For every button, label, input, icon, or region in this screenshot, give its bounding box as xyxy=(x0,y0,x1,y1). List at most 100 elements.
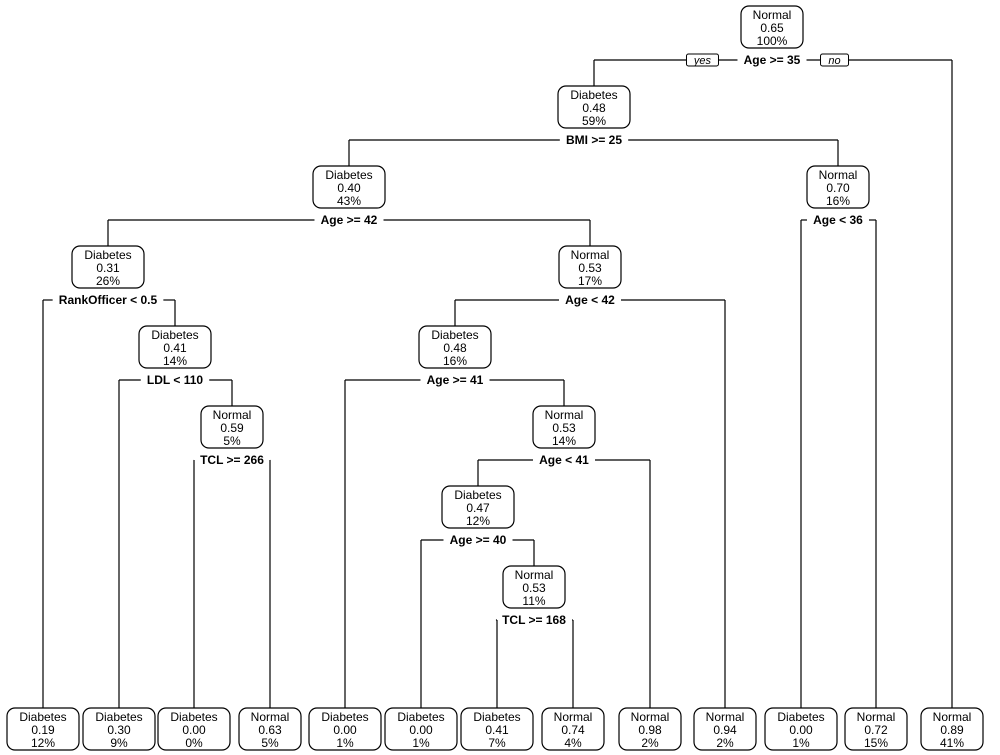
node-box xyxy=(238,707,302,751)
node-class-label: Normal xyxy=(213,408,252,422)
node-percentage: 0% xyxy=(185,736,203,750)
node-class-label: Diabetes xyxy=(473,710,520,724)
branch-tag-no: no xyxy=(820,53,850,67)
branch-tag-label: no xyxy=(828,55,840,67)
node-percentage: 12% xyxy=(31,736,55,750)
node-class-label: Diabetes xyxy=(397,710,444,724)
node-probability: 0.00 xyxy=(182,723,206,737)
node-probability: 0.31 xyxy=(96,261,120,275)
node-box xyxy=(71,245,145,289)
node-class-label: Normal xyxy=(706,710,745,724)
branch-tag-box xyxy=(685,53,719,67)
node-box xyxy=(558,245,622,289)
node-box xyxy=(764,707,838,751)
node-box xyxy=(532,405,596,449)
node-percentage: 43% xyxy=(337,194,361,208)
branch-tag-box xyxy=(820,53,850,67)
node-class-label: Diabetes xyxy=(321,710,368,724)
node-class-label: Normal xyxy=(819,168,858,182)
node-box xyxy=(6,707,80,751)
node-class-label: Diabetes xyxy=(151,328,198,342)
node-probability: 0.53 xyxy=(578,261,602,275)
node-percentage: 12% xyxy=(466,514,490,528)
node-class-label: Normal xyxy=(571,248,610,262)
node-percentage: 17% xyxy=(578,274,602,288)
node-percentage: 1% xyxy=(412,736,430,750)
branch-tag-label: yes xyxy=(693,55,712,67)
node-box xyxy=(920,707,984,751)
node-box xyxy=(312,165,386,209)
split-rule-label: BMI >= 25 xyxy=(566,133,622,147)
node-probability: 0.48 xyxy=(443,341,467,355)
node-probability: 0.00 xyxy=(333,723,357,737)
node-probability: 0.41 xyxy=(163,341,187,355)
split-rule-label: Age < 36 xyxy=(813,213,863,227)
node-probability: 0.63 xyxy=(258,723,282,737)
node-probability: 0.94 xyxy=(713,723,737,737)
split-rule-label: Age >= 40 xyxy=(450,533,507,547)
branch-tags: yes no xyxy=(685,53,850,67)
node-percentage: 4% xyxy=(564,736,582,750)
node-percentage: 14% xyxy=(552,434,576,448)
node-percentage: 59% xyxy=(582,114,606,128)
node-box xyxy=(618,707,682,751)
node-percentage: 1% xyxy=(792,736,810,750)
node-percentage: 7% xyxy=(488,736,506,750)
node-probability: 0.00 xyxy=(789,723,813,737)
node-percentage: 1% xyxy=(336,736,354,750)
node-box xyxy=(441,485,515,529)
node-box xyxy=(557,85,631,129)
node-class-label: Normal xyxy=(631,710,670,724)
node-percentage: 2% xyxy=(716,736,734,750)
node-box xyxy=(844,707,908,751)
node-probability: 0.74 xyxy=(561,723,585,737)
node-class-label: Normal xyxy=(515,568,554,582)
node-class-label: Normal xyxy=(753,8,792,22)
node-box xyxy=(82,707,156,751)
node-probability: 0.59 xyxy=(220,421,244,435)
node-probability: 0.65 xyxy=(760,21,784,35)
node-box xyxy=(138,325,212,369)
node-class-label: Diabetes xyxy=(84,248,131,262)
node-box xyxy=(384,707,458,751)
node-percentage: 9% xyxy=(110,736,128,750)
node-percentage: 5% xyxy=(223,434,241,448)
node-box xyxy=(806,165,870,209)
node-probability: 0.00 xyxy=(409,723,433,737)
split-rule-label: TCL >= 266 xyxy=(200,453,264,467)
node-box xyxy=(693,707,757,751)
node-class-label: Normal xyxy=(545,408,584,422)
split-rule-label: Age < 42 xyxy=(565,293,615,307)
node-class-label: Normal xyxy=(251,710,290,724)
node-percentage: 5% xyxy=(261,736,279,750)
node-class-label: Diabetes xyxy=(570,88,617,102)
node-percentage: 100% xyxy=(757,34,788,48)
node-probability: 0.53 xyxy=(552,421,576,435)
node-class-label: Normal xyxy=(554,710,593,724)
node-box xyxy=(418,325,492,369)
split-rule-label: Age >= 35 xyxy=(744,53,801,67)
node-box xyxy=(157,707,231,751)
node-probability: 0.89 xyxy=(940,723,964,737)
node-percentage: 16% xyxy=(443,354,467,368)
node-box xyxy=(200,405,264,449)
node-percentage: 15% xyxy=(864,736,888,750)
node-box xyxy=(460,707,534,751)
